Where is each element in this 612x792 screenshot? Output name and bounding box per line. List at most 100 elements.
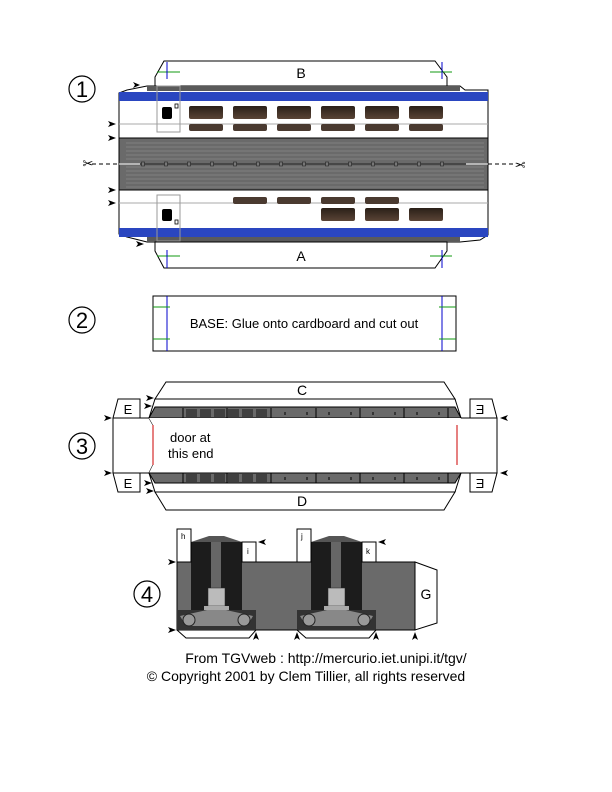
- tab-i: [241, 541, 257, 563]
- roof-tick: [394, 161, 398, 167]
- roof-tick: [440, 161, 444, 167]
- glue-flap-d: [154, 491, 456, 511]
- window: [365, 124, 399, 131]
- tab-label: k: [366, 547, 371, 556]
- section-3-roof: 3 C door at this end D E E E E: [68, 381, 508, 511]
- door-window: [162, 209, 172, 221]
- door-note-line2: this end: [168, 446, 214, 461]
- flap-label-c: C: [297, 382, 307, 398]
- base-panel: [152, 295, 457, 352]
- window: [321, 208, 355, 221]
- step-number-circle: [133, 580, 161, 608]
- window: [365, 197, 399, 204]
- window: [409, 208, 443, 221]
- copyright-notice: © Copyright 2001 by Clem Tillier, all ri…: [146, 668, 466, 684]
- bogie-left: [177, 536, 256, 630]
- scissors-icon: ✂: [514, 157, 525, 172]
- end-tab-label: G: [421, 586, 432, 602]
- door-outline: [156, 194, 181, 242]
- glue-flap-a: [154, 241, 448, 269]
- window: [233, 197, 267, 204]
- roof-tick: [187, 161, 191, 167]
- flap-label-b: B: [296, 65, 305, 81]
- window: [189, 124, 223, 131]
- window: [321, 106, 355, 119]
- source-credit: From TGVweb : http://mercurio.iet.unipi.…: [185, 650, 467, 666]
- window-row-lower: [233, 197, 443, 221]
- window: [189, 106, 223, 119]
- window-row-upper: [189, 106, 443, 131]
- window: [321, 197, 355, 204]
- section-4-bogies: 4 G h i j k: [133, 528, 438, 640]
- door-note-line1: door at: [170, 430, 211, 445]
- end-tab-label: E: [124, 402, 133, 417]
- roof-tick: [371, 161, 375, 167]
- roof-tick: [279, 161, 283, 167]
- window: [277, 124, 311, 131]
- door-window: [162, 107, 172, 119]
- door-outline: [156, 85, 181, 133]
- alignment-mark: [157, 250, 180, 268]
- end-tab-e-mirrored: [469, 398, 498, 419]
- base-instruction: BASE: Glue onto cardboard and cut out: [190, 316, 419, 331]
- roof-tick: [256, 161, 260, 167]
- alignment-mark: [157, 62, 180, 79]
- roof-tick: [233, 161, 237, 167]
- step-number-circle: [68, 432, 96, 460]
- window: [233, 124, 267, 131]
- window: [277, 197, 311, 204]
- tab-label: j: [300, 532, 303, 541]
- section-2-base: 2 BASE: Glue onto cardboard and cut out: [68, 295, 457, 352]
- end-tab-label: E: [124, 476, 133, 491]
- roof-tick: [302, 161, 306, 167]
- tab-label: i: [247, 547, 249, 556]
- end-tab-e: [112, 398, 141, 419]
- roof-tick: [348, 161, 352, 167]
- roof-tick: [164, 161, 168, 167]
- fold-arrows: [108, 82, 144, 247]
- wheel: [237, 613, 251, 627]
- tab-h: [176, 528, 192, 563]
- window: [321, 124, 355, 131]
- window: [409, 124, 443, 131]
- window: [277, 106, 311, 119]
- wheel: [357, 613, 371, 627]
- alignment-mark: [430, 62, 452, 79]
- window: [365, 106, 399, 119]
- end-tab-e-mirrored: [469, 472, 498, 493]
- flap-label-a: A: [296, 248, 306, 264]
- step-number-circle: [68, 306, 96, 334]
- section-1-car-body: 1 B ✂ ✂ A: [68, 60, 525, 269]
- wheel: [182, 613, 196, 627]
- flap-label-d: D: [297, 493, 307, 509]
- step-number: 4: [141, 582, 153, 607]
- end-tab-label: E: [475, 402, 484, 417]
- roof-tick: [325, 161, 329, 167]
- roof-tick: [417, 161, 421, 167]
- roof-ticks: [141, 161, 444, 167]
- roof-ribs: [126, 142, 484, 188]
- fold-arrows: [104, 395, 508, 494]
- roof-tick: [141, 161, 145, 167]
- step-number-circle: [68, 75, 96, 103]
- window: [365, 208, 399, 221]
- roof-tick: [210, 161, 214, 167]
- blue-stripe: [119, 92, 488, 101]
- end-tab-e: [112, 472, 141, 493]
- window: [233, 106, 267, 119]
- wheel: [302, 613, 316, 627]
- scissors-icon: ✂: [83, 156, 94, 171]
- end-tab-label: E: [475, 476, 484, 491]
- step-number: 3: [76, 434, 88, 459]
- blue-stripe: [119, 228, 488, 237]
- end-tab-g: [414, 561, 438, 631]
- window: [409, 106, 443, 119]
- fold-arrows: [168, 539, 418, 640]
- tab-j: [296, 528, 312, 563]
- step-number: 2: [76, 308, 88, 333]
- tab-label: h: [181, 532, 185, 541]
- step-number: 1: [76, 77, 88, 102]
- tab-k: [361, 541, 377, 563]
- bogie-right: [297, 536, 376, 630]
